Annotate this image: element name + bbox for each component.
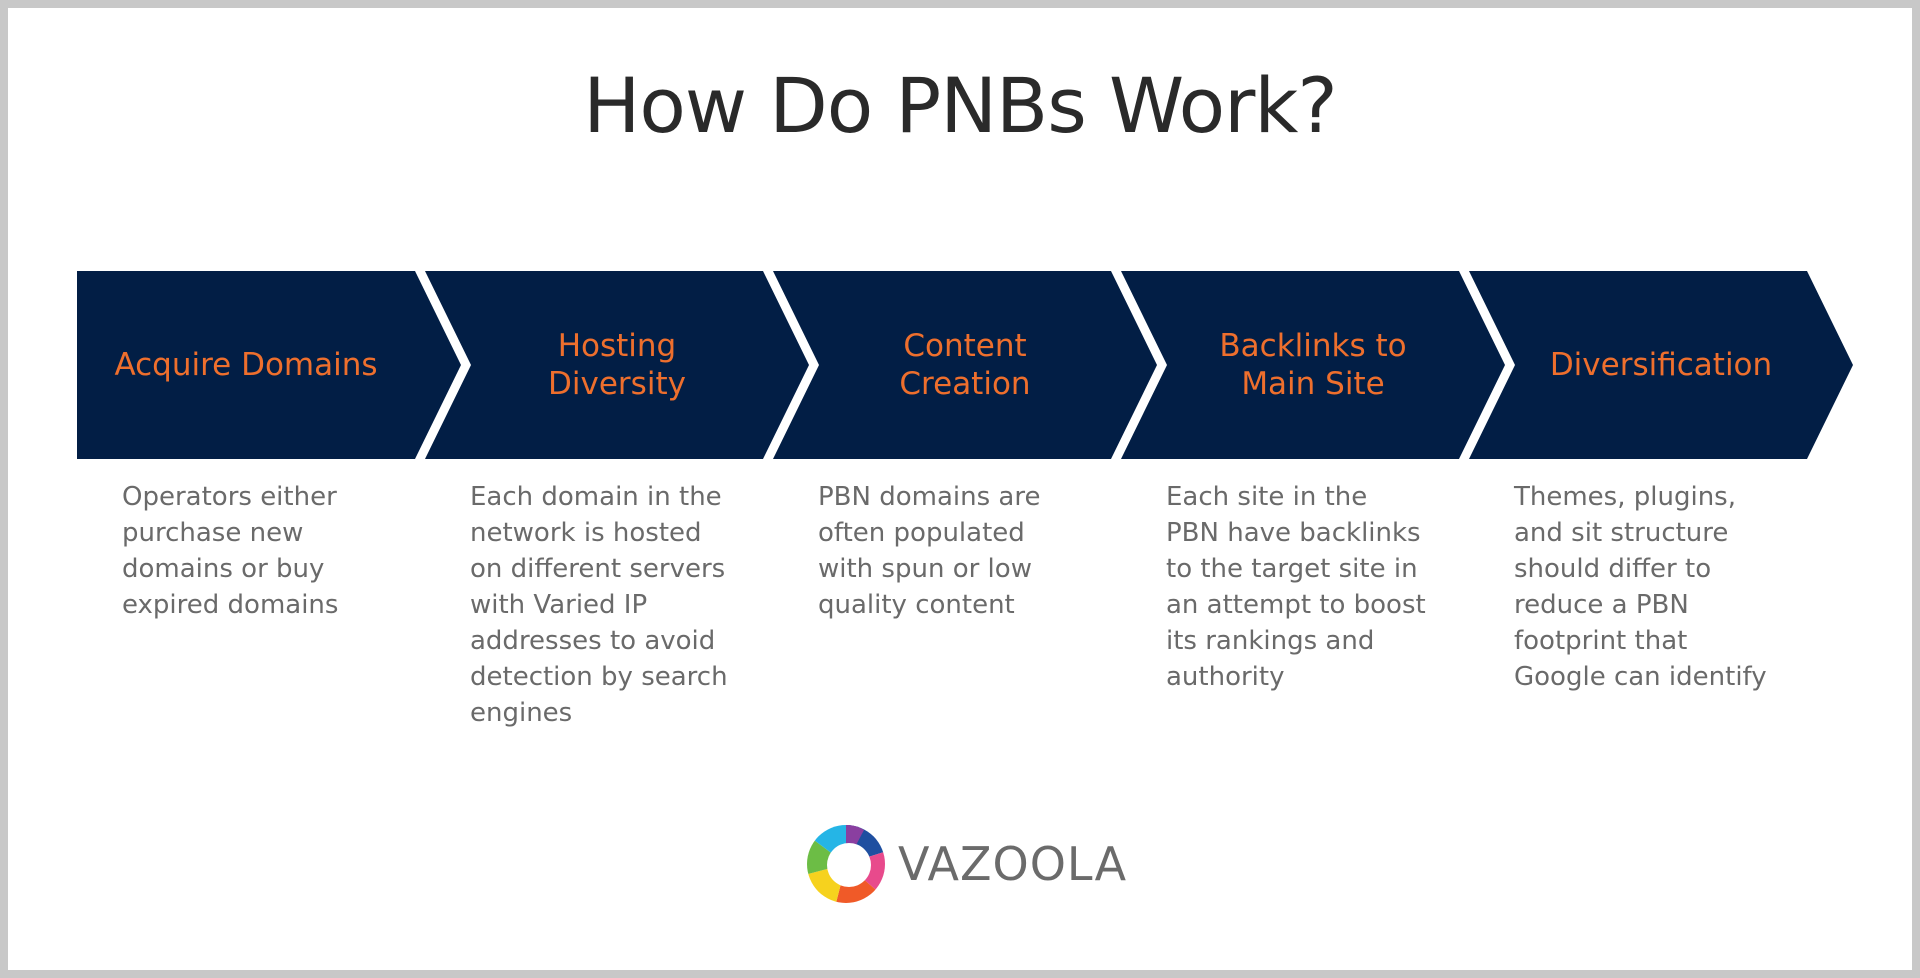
chevron-step-1 bbox=[77, 271, 461, 459]
chevron-step-3 bbox=[773, 271, 1157, 459]
logo-text: VAZOOLA bbox=[898, 837, 1128, 891]
step-label-4: Backlinks to Main Site bbox=[1219, 328, 1407, 402]
step-description-3: PBN domains are often populated with spu… bbox=[818, 482, 1041, 620]
step-label-1: Acquire Domains bbox=[114, 347, 378, 383]
step-description-5: Themes, plugins, and sit structure shoul… bbox=[1514, 482, 1767, 692]
step-description-4: Each site in the PBN have backlinks to t… bbox=[1166, 482, 1426, 692]
vazoola-logo-icon bbox=[807, 825, 885, 903]
vazoola-logo: VAZOOLA bbox=[806, 824, 1127, 904]
page-title: How Do PNBs Work? bbox=[583, 61, 1338, 150]
step-label-5: Diversification bbox=[1549, 347, 1773, 383]
chevron-step-5 bbox=[1469, 271, 1853, 459]
chevron-step-4 bbox=[1121, 271, 1505, 459]
chevron-step-2 bbox=[425, 271, 809, 459]
step-label-3: Content Creation bbox=[899, 328, 1031, 402]
step-description-1: Operators either purchase new domains or… bbox=[122, 482, 339, 620]
step-description-2: Each domain in the network is hosted on … bbox=[470, 482, 728, 728]
step-label-2: Hosting Diversity bbox=[548, 328, 686, 402]
